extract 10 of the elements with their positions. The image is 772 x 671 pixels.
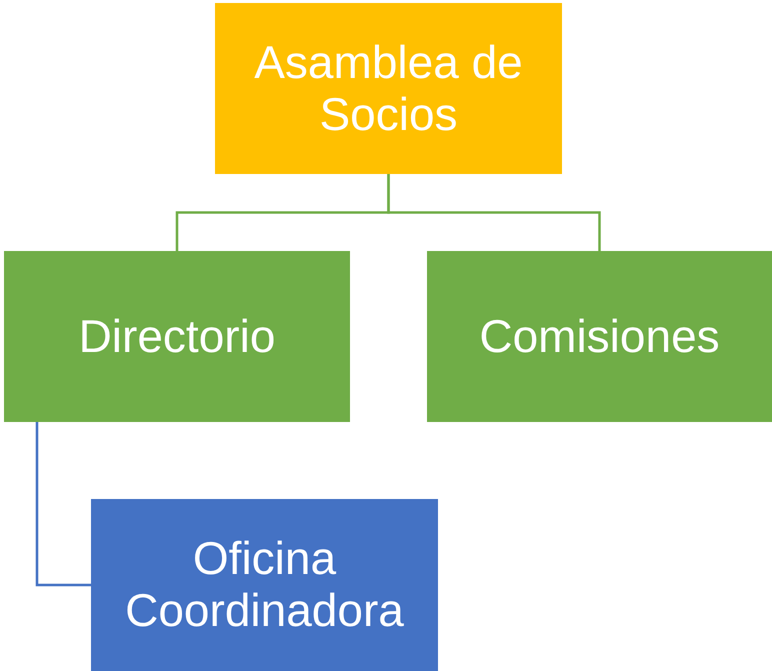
unit-name: Oficina Coordinadora	[124, 533, 405, 637]
unit-name: Asamblea de Socios	[253, 36, 524, 140]
org-unit-box	[91, 499, 438, 671]
org-unit-box	[215, 3, 562, 174]
org-unit-box	[427, 251, 772, 422]
org-unit-box	[4, 251, 350, 422]
unit-name: Comisiones	[479, 310, 720, 362]
connector-line	[36, 422, 91, 586]
connector-line	[387, 174, 601, 251]
unit-name: Directorio	[78, 310, 276, 362]
